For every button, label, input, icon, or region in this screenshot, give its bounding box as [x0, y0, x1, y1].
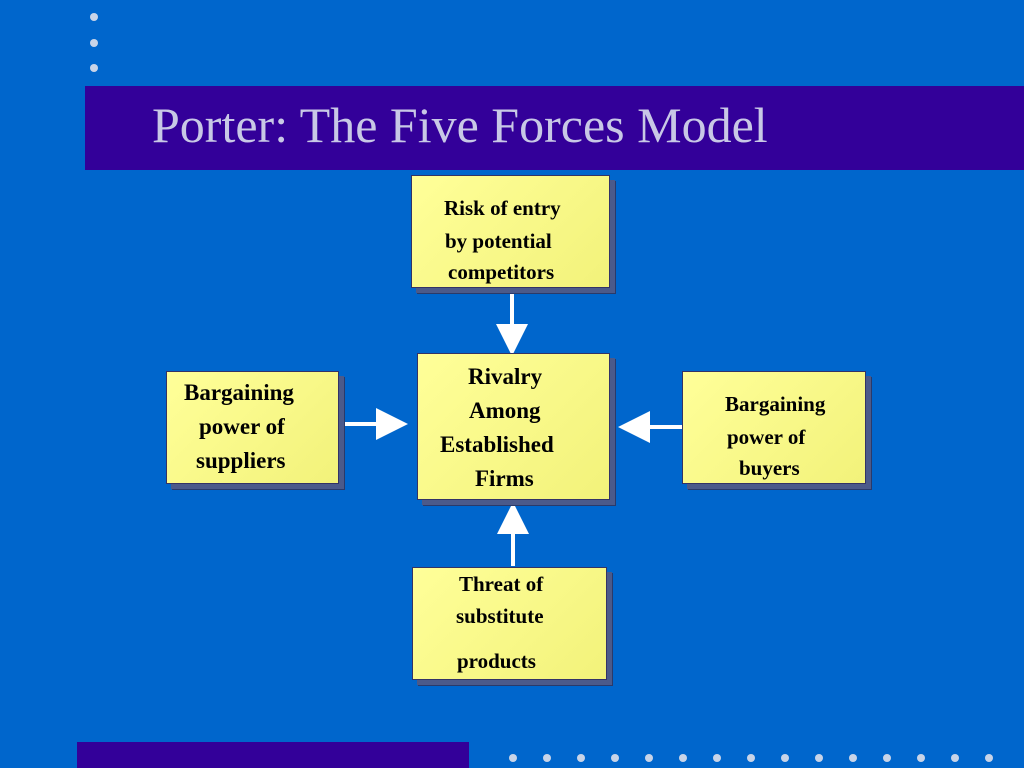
footer-bar	[77, 742, 469, 768]
box-line: by potential	[445, 229, 552, 253]
decor-dot	[951, 754, 959, 762]
title-bar	[85, 86, 1024, 170]
rivalry-box: Rivalry Among Established Firms	[417, 353, 610, 500]
slide-title: Porter: The Five Forces Model	[152, 97, 768, 153]
box-line: Firms	[475, 466, 534, 491]
decor-dot	[90, 39, 98, 47]
decor-dot	[747, 754, 755, 762]
decor-dot	[883, 754, 891, 762]
box-line: Established	[440, 432, 554, 457]
decor-dot	[985, 754, 993, 762]
buyer-power-box: Bargaining power of buyers	[682, 371, 866, 484]
risk-of-entry-box: Risk of entry by potential competitors	[411, 175, 610, 288]
decor-dot	[849, 754, 857, 762]
decor-dot	[577, 754, 585, 762]
box-line: Threat of	[459, 572, 544, 596]
decor-dot	[611, 754, 619, 762]
box-line: substitute	[456, 604, 544, 628]
box-line: Among	[469, 398, 541, 423]
decor-dot	[645, 754, 653, 762]
supplier-power-box: Bargaining power of suppliers	[166, 371, 339, 484]
box-line: competitors	[448, 260, 555, 284]
box-line: Bargaining	[725, 392, 826, 416]
decor-dot	[781, 754, 789, 762]
decor-dot	[679, 754, 687, 762]
decor-dot	[509, 754, 517, 762]
box-line: Rivalry	[468, 364, 543, 389]
decor-dot	[90, 64, 98, 72]
decor-dot	[90, 13, 98, 21]
box-line: Bargaining	[184, 380, 294, 405]
box-line: Risk of entry	[444, 196, 561, 220]
decor-dot	[543, 754, 551, 762]
decor-dot	[713, 754, 721, 762]
box-line: power of	[199, 414, 285, 439]
box-line: suppliers	[196, 448, 286, 473]
box-line: buyers	[739, 456, 800, 480]
box-line: products	[457, 649, 536, 673]
decor-dot	[917, 754, 925, 762]
decor-dot	[815, 754, 823, 762]
box-line: power of	[727, 425, 806, 449]
substitute-threat-box: Threat of substitute products	[412, 567, 607, 680]
